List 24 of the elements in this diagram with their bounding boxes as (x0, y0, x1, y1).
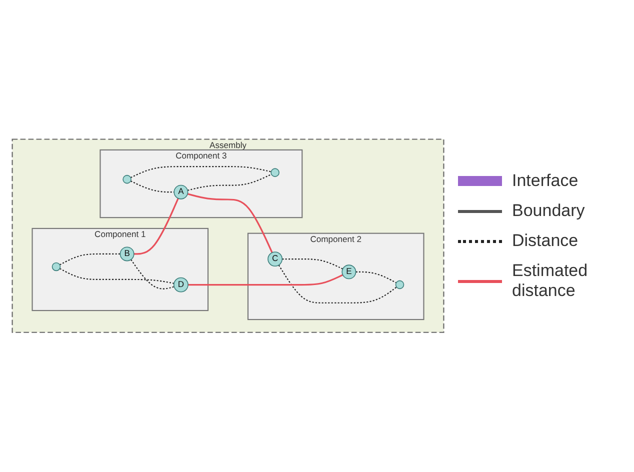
node-circle: C (268, 252, 283, 267)
connector (188, 274, 344, 286)
connector (130, 180, 174, 193)
connector (187, 174, 272, 192)
node-circle (395, 280, 404, 290)
connector (130, 166, 272, 178)
connector (60, 254, 120, 266)
connector (187, 193, 273, 254)
node-circle: D (173, 277, 188, 292)
node-circle: B (120, 246, 134, 262)
connector (356, 272, 396, 284)
node-circle: A (174, 185, 188, 200)
node-circle (122, 175, 132, 184)
connector (130, 259, 174, 290)
node-circle (270, 168, 280, 178)
node-circle (52, 262, 61, 272)
connector (60, 268, 174, 284)
connector (282, 258, 343, 270)
legend-text: Interface (512, 171, 578, 191)
node-circle: E (342, 264, 356, 280)
legend-text: Boundary (512, 201, 585, 221)
legend-text: Distance (512, 231, 578, 251)
legend-text: Estimated distance (512, 261, 589, 301)
connector (134, 198, 179, 255)
